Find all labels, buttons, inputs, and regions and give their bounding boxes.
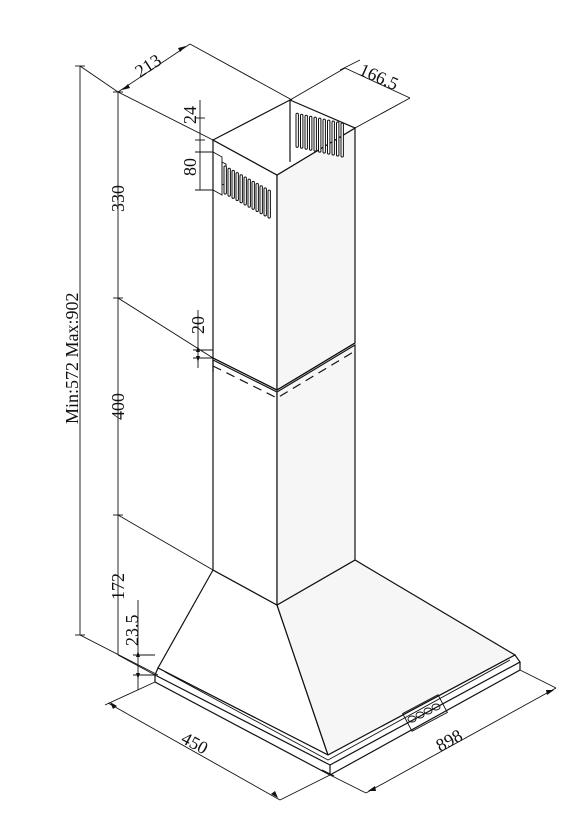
dim-label-overlap: 20: [188, 316, 208, 334]
vent-slot: [295, 112, 299, 148]
vent-slot: [309, 115, 313, 151]
control-buttons: [402, 694, 448, 732]
vent-slot: [239, 174, 243, 204]
lower-chimney: [212, 343, 356, 607]
vent-slot: [336, 121, 340, 157]
dim-label-vent-offset: 24: [180, 106, 200, 124]
dim-label-rim-height: 23.5: [122, 615, 142, 647]
vent-slot: [340, 122, 344, 158]
dim-label-vent-height: 80: [180, 158, 200, 176]
vent-slots-right: [295, 112, 344, 158]
vent-slot: [263, 187, 267, 217]
dim-vent-position: 24 80: [180, 100, 213, 191]
vent-slot: [231, 169, 235, 199]
dim-label-hood-height: 172: [108, 573, 128, 600]
vent-slot: [322, 118, 326, 154]
dim-label-chimney-depth: 213: [131, 50, 165, 81]
dim-label-upper-chimney: 330: [108, 185, 128, 212]
dim-label-total-height: Min:572 Max:902: [62, 292, 82, 424]
vent-slot: [300, 113, 304, 149]
vent-slot: [243, 176, 247, 206]
dim-label-chimney-width: 166.5: [356, 59, 401, 94]
dim-overlap: 20: [188, 310, 213, 368]
vent-slot: [227, 167, 231, 197]
chimney-overlap: [212, 342, 356, 399]
vent-frame: [212, 151, 223, 196]
vent-slot: [235, 172, 239, 202]
vent-slot: [318, 117, 322, 153]
vent-slots-left: [212, 151, 271, 219]
vent-slot: [247, 178, 251, 208]
vent-slot: [327, 119, 331, 155]
vent-slot: [251, 180, 255, 210]
dim-rim-height: 23.5: [122, 600, 155, 690]
dim-label-lower-chimney: 400: [108, 393, 128, 420]
dim-label-hood-width: 898: [432, 725, 465, 755]
vent-slot: [304, 114, 308, 150]
vent-slot: [331, 120, 335, 156]
vent-slot: [223, 165, 227, 195]
vent-slot: [313, 116, 317, 152]
vent-slot: [255, 183, 259, 213]
hood-canopy: [157, 559, 517, 757]
vent-slot: [259, 185, 263, 215]
dim-label-hood-depth: 450: [178, 728, 211, 758]
dim-vertical-guides: [75, 65, 214, 676]
vent-slot: [267, 189, 271, 219]
